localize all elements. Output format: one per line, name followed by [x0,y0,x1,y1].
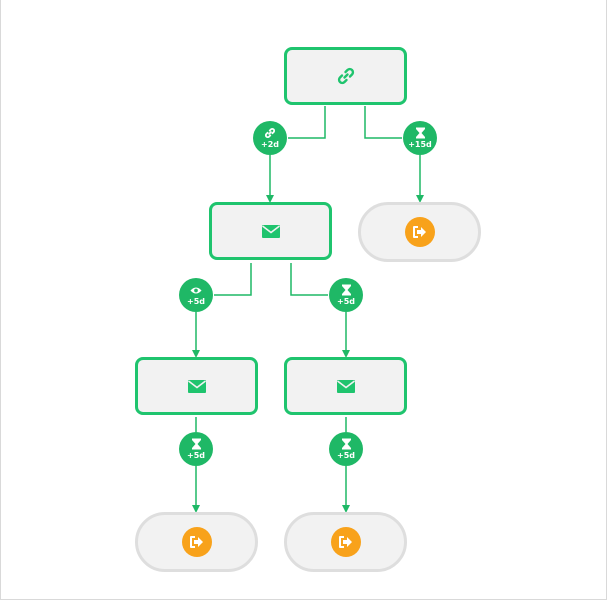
condition-delay-label: +5d [337,451,355,460]
connector-root-wait [364,106,402,139]
link-icon [264,127,276,139]
condition-wait-badge[interactable]: +5d [329,278,363,312]
condition-wait-badge[interactable]: +5d [329,432,363,466]
hourglass-icon [190,438,202,450]
envelope-icon [260,220,282,242]
exit-icon [330,527,361,557]
condition-clicked-badge[interactable]: +2d [253,121,287,155]
exit-node-2[interactable] [135,512,258,572]
condition-opened-badge[interactable]: +5d [179,278,213,312]
envelope-icon [335,375,357,397]
connector-email1-opened [214,263,252,296]
hourglass-icon [414,127,426,139]
condition-wait-badge[interactable]: +5d [179,432,213,466]
condition-delay-label: +5d [187,451,205,460]
email-step-3[interactable] [284,357,407,415]
email-step-1[interactable] [209,202,332,260]
exit-node-3[interactable] [284,512,407,572]
root-link-step[interactable] [284,47,407,105]
hourglass-icon [340,438,352,450]
envelope-icon [186,375,208,397]
condition-delay-label: +5d [187,297,205,306]
exit-icon [181,527,212,557]
exit-node-1[interactable] [358,202,481,262]
email-step-2[interactable] [135,357,258,415]
exit-icon [404,217,435,247]
condition-wait-badge[interactable]: +15d [403,121,437,155]
eye-icon [190,284,202,296]
connector-email1-wait [290,263,328,296]
hourglass-icon [340,284,352,296]
condition-delay-label: +2d [261,140,279,149]
condition-delay-label: +15d [408,140,432,149]
link-icon [335,65,357,87]
connector-root-clicked [288,106,326,139]
condition-delay-label: +5d [337,297,355,306]
